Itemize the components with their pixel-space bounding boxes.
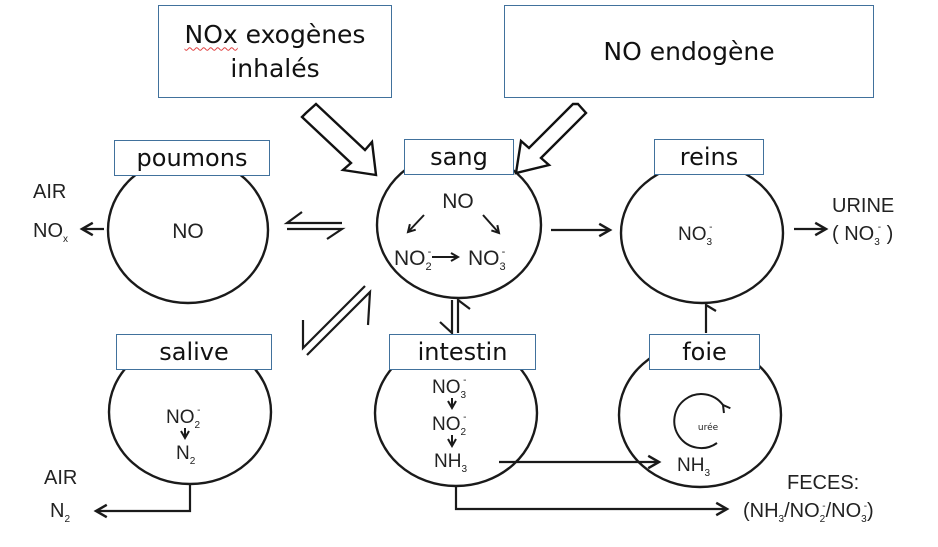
- exogenous-line2: inhalés: [230, 53, 320, 83]
- organ-label-intestin: intestin: [389, 334, 536, 370]
- air-nox-label: AIR: [33, 181, 66, 203]
- salive-label: salive: [159, 338, 229, 366]
- endogenous-inflow-arrow: [514, 102, 588, 175]
- organ-label-foie: foie: [649, 334, 760, 370]
- poumons-label: poumons: [136, 144, 248, 172]
- endogenous-no-box: NO endogène: [504, 5, 874, 98]
- air-n2-label: AIR: [44, 467, 77, 489]
- exogenous-line1: NOx exogènes: [185, 18, 366, 52]
- sang-no2: NO2-: [394, 246, 432, 273]
- foie-label: foie: [682, 338, 727, 366]
- sang-no-to-no3-arrow: [482, 214, 501, 235]
- organ-label-reins: reins: [654, 139, 764, 175]
- sang-no-to-no2-arrow: [406, 214, 425, 234]
- air-nox-formula: NOx: [33, 220, 68, 245]
- sang-no: NO: [442, 190, 474, 213]
- urine-label: URINE: [832, 195, 894, 217]
- endogenous-label: NO endogène: [603, 36, 775, 66]
- organ-label-salive: salive: [116, 334, 272, 370]
- sang-label: sang: [430, 143, 488, 171]
- exogenous-nox-word: NOx: [184, 19, 238, 49]
- sang-intestin-equilibrium-arrow: [439, 297, 471, 336]
- urine-formula: ( NO3- ): [832, 222, 893, 248]
- intestin-nh3: NH3: [434, 451, 467, 475]
- exogenous-word: exogènes: [237, 19, 366, 49]
- sang-no3: NO3-: [468, 246, 506, 273]
- salive-to-air-arrow: [93, 484, 192, 519]
- intestin-label: intestin: [417, 338, 508, 366]
- foie-uree: urée: [698, 422, 719, 433]
- intestin-to-feces-arrow: [454, 486, 730, 517]
- foie-to-reins-arrow: [704, 303, 717, 333]
- foie-nh3: NH3: [677, 455, 710, 479]
- feces-label: FECES:: [787, 472, 859, 494]
- exogenous-nox-box: NOx exogènes inhalés: [158, 5, 392, 98]
- poumons-sang-equilibrium-arrow: [283, 211, 346, 240]
- feces-formula: (NH3/NO2-/NO3-): [743, 500, 874, 525]
- salive-n2: N2: [176, 443, 196, 467]
- intestin-no3: NO3-: [432, 375, 467, 401]
- poumons-no: NO: [172, 220, 204, 243]
- urea-cycle-icon: [673, 393, 731, 450]
- reins-no3: NO3-: [678, 222, 713, 248]
- salive-no2: NO2-: [166, 405, 201, 431]
- exogenous-inflow-arrow: [300, 102, 378, 177]
- intestin-no2: NO2-: [432, 412, 467, 438]
- reins-label: reins: [679, 143, 739, 171]
- organ-label-poumons: poumons: [114, 140, 270, 176]
- organ-label-sang: sang: [404, 139, 514, 175]
- sang-salive-equilibrium-arrow: [301, 285, 372, 356]
- air-n2-formula: N2: [50, 500, 70, 525]
